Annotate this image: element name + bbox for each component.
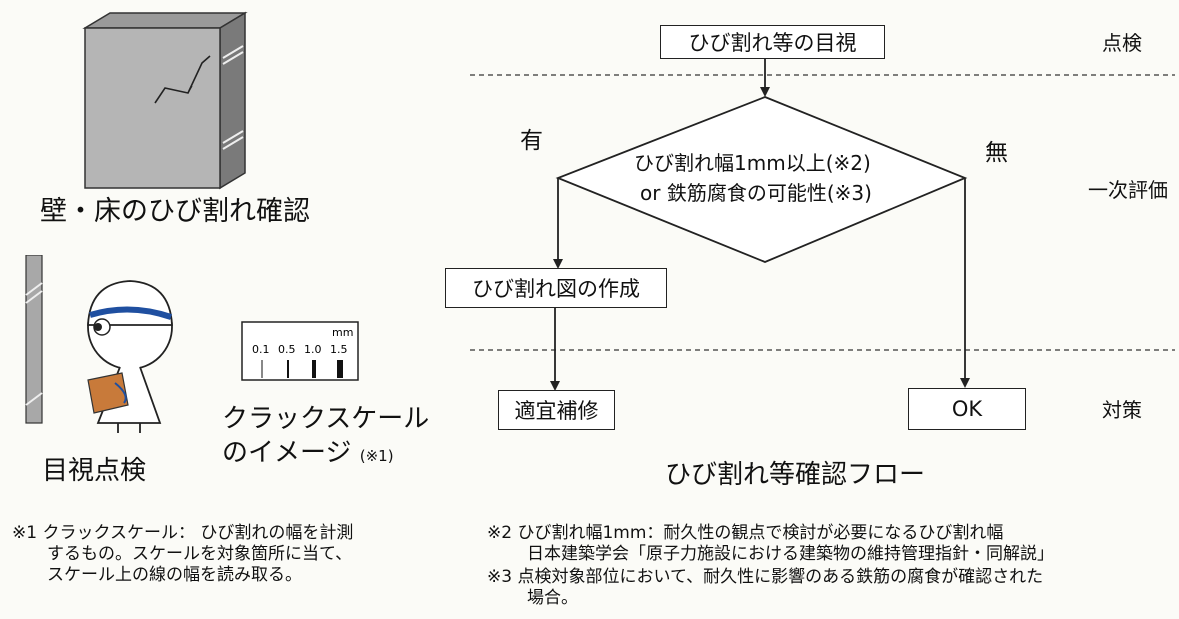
repair-box: 適宜補修 — [498, 390, 615, 430]
scale-caption-note: (※1) — [359, 447, 394, 465]
scale-tick-label: 0.5 — [278, 343, 296, 356]
scale-tick-label: 1.5 — [330, 343, 348, 356]
ok-box: OK — [908, 388, 1026, 430]
visual-check-box: ひび割れ等の目視 — [660, 25, 885, 59]
note-3-line: ※3 点検対象部位において、耐久性に影響のある鉄筋の腐食が確認された — [487, 567, 1044, 587]
scale-unit-label: mm — [332, 326, 353, 339]
scale-tick-label: 0.1 — [252, 343, 270, 356]
decision-diamond — [555, 96, 968, 263]
note-3: ※3 点検対象部位において、耐久性に影響のある鉄筋の腐食が確認された 場合。 — [487, 567, 1043, 609]
decision-line2: or 鉄筋腐食の可能性(※3) — [640, 181, 872, 205]
inspection-caption: 目視点検 — [42, 456, 147, 486]
note-2: ※2 ひび割れ幅1mm：耐久性の観点で検討が必要になるひび割れ幅 日本建築学会「… — [487, 523, 1054, 565]
note-1-line: ※1 クラックスケール： ひび割れの幅を計測 — [12, 523, 354, 543]
wall-illustration — [82, 11, 248, 190]
inspector-illustration — [25, 255, 173, 433]
note-1: ※1 クラックスケール： ひび割れの幅を計測 するもの。スケールを対象箇所に当て… — [12, 523, 353, 586]
decision-line1: ひび割れ幅1mm以上(※2) — [634, 151, 871, 175]
branch-no-label: 無 — [985, 140, 1008, 166]
scale-caption-line1: クラックスケール — [222, 404, 430, 434]
crack-map-box: ひび割れ図の作成 — [445, 268, 667, 308]
wall-caption: 壁・床のひび割れ確認 — [40, 196, 310, 227]
scale-caption-text: のイメージ — [222, 438, 352, 468]
note-1-line: するもの。スケールを対象箇所に当て、 — [47, 544, 353, 564]
note-2-line: ※2 ひび割れ幅1mm：耐久性の観点で検討が必要になるひび割れ幅 — [487, 523, 1004, 543]
note-1-line: スケール上の線の幅を読み取る。 — [47, 565, 302, 585]
branch-yes-label: 有 — [520, 128, 543, 154]
scale-caption-line2: のイメージ (※1) — [222, 440, 394, 466]
flow-title: ひび割れ等確認フロー — [665, 460, 926, 490]
stage-label-countermeasure: 対策 — [1102, 398, 1142, 422]
scale-tick-label: 1.0 — [304, 343, 322, 356]
stage-label-inspection: 点検 — [1102, 31, 1142, 55]
crack-scale-image: mm 0.1 0.5 1.0 1.5 — [241, 321, 359, 381]
stage-label-first-evaluation: 一次評価 — [1088, 178, 1168, 202]
note-3-line: 場合。 — [527, 588, 578, 608]
note-2-line: 日本建築学会「原子力施設における建築物の維持管理指針・同解説」 — [527, 544, 1054, 564]
